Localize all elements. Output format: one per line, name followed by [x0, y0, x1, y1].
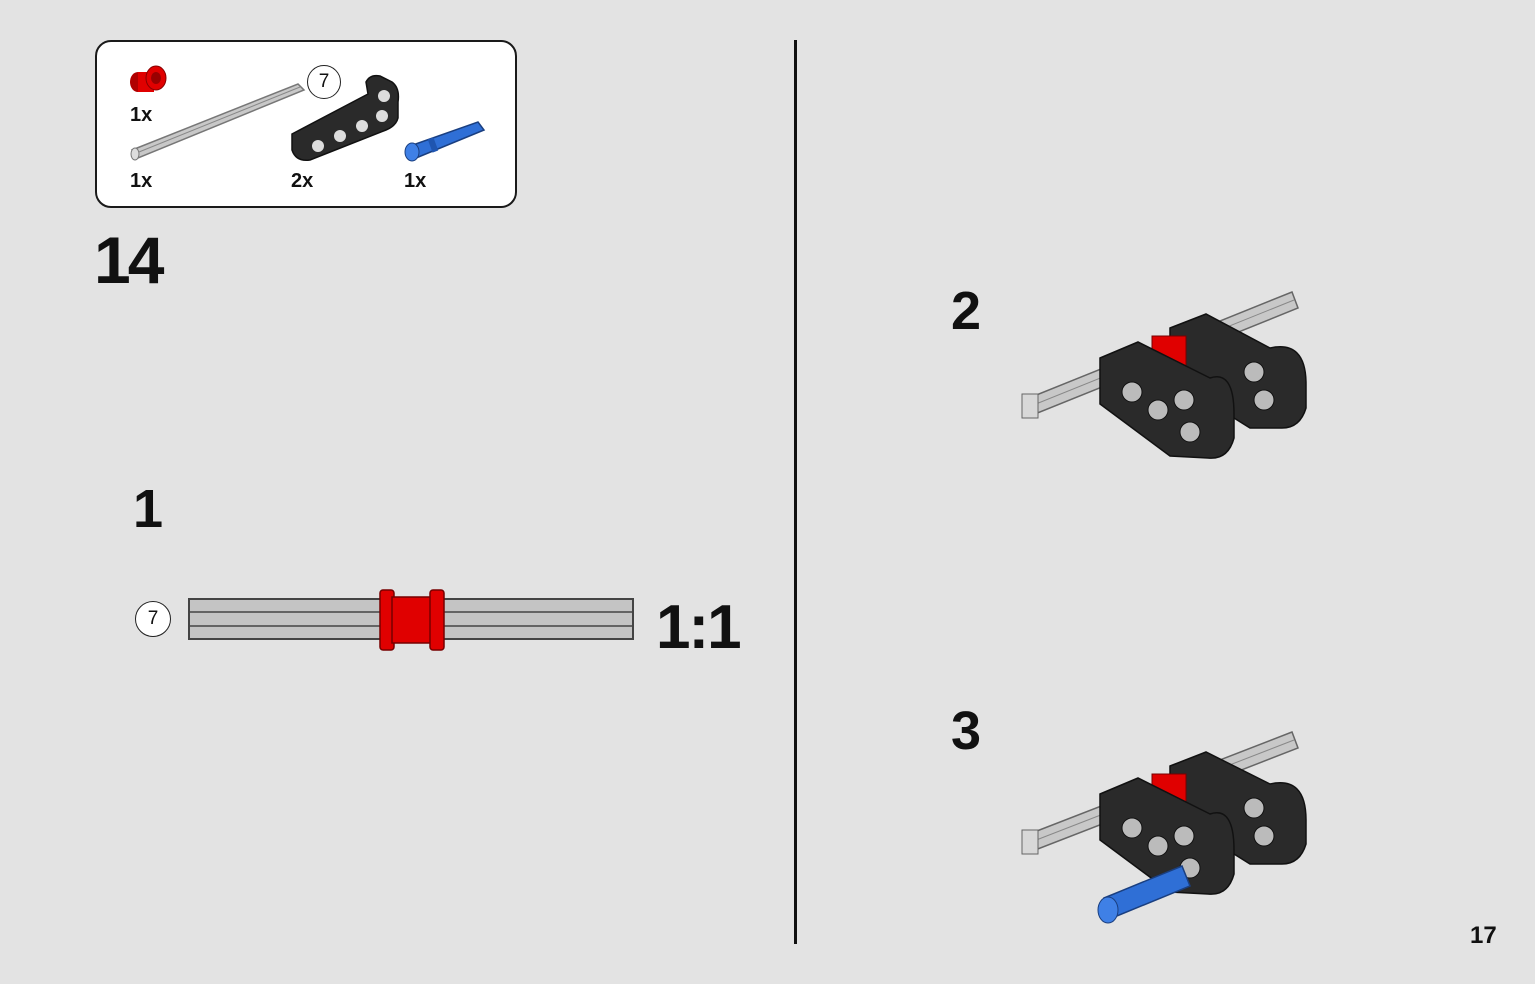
- parts-qty-beam: 2x: [291, 170, 314, 192]
- substep-1-number: 1: [133, 479, 164, 539]
- substep-3-assembly-illustration: [1021, 731, 1307, 924]
- page-number: 17: [1470, 922, 1497, 949]
- scale-indicator: 1:1: [656, 593, 742, 662]
- substep-2-assembly-illustration: [1021, 291, 1307, 459]
- parts-qty-axle: 1x: [130, 170, 153, 192]
- red-bush-part-icon: [130, 65, 167, 92]
- black-beam-part-icon: [291, 74, 400, 162]
- blue-pin-part-icon: [404, 121, 486, 162]
- parts-qty-pin: 1x: [404, 170, 427, 192]
- step-number: 14: [94, 223, 164, 297]
- axle-length-callout: 7: [307, 65, 341, 99]
- substep-3-number: 3: [951, 701, 982, 761]
- page-divider: [794, 40, 797, 944]
- parts-list-box: [95, 40, 517, 208]
- grey-axle-part-icon: [130, 83, 306, 161]
- axle-with-bush-1to1-illustration: [188, 589, 634, 651]
- substep-1-length-callout: 7: [135, 601, 171, 637]
- substep-2-number: 2: [951, 281, 982, 341]
- parts-qty-bush: 1x: [130, 104, 153, 126]
